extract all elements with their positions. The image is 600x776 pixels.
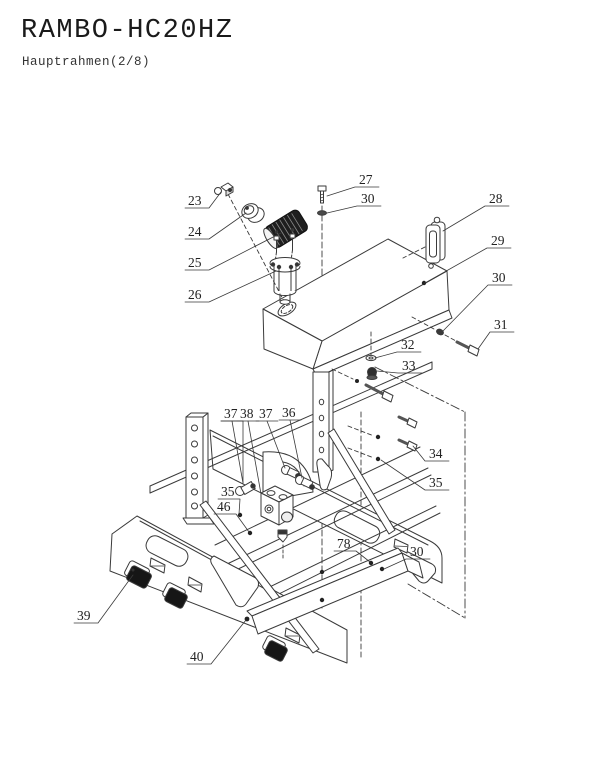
frame-left-post: [183, 413, 214, 524]
mounting-bolts-34-35: [332, 369, 417, 458]
fitting-part-23: [215, 183, 234, 196]
post-holes: [192, 425, 198, 509]
callout-36: 36: [282, 405, 296, 420]
callout-24: 24: [188, 224, 202, 239]
breather-axis: [228, 194, 286, 305]
callout-35-left: 35: [221, 484, 235, 499]
filter-housing-part-26: [270, 229, 300, 304]
callout-23: 23: [188, 193, 202, 208]
phantom-boundary-lines: [375, 367, 465, 618]
filler-hole: [276, 299, 298, 318]
callout-29: 29: [491, 233, 505, 248]
bolt-part-27: [318, 186, 326, 203]
rubber-feet-part-39: [124, 560, 289, 662]
bolt-34-c: [399, 440, 417, 451]
callout-78: 78: [337, 536, 351, 551]
callout-25: 25: [188, 255, 202, 270]
breather-element-part-25: [261, 208, 309, 250]
frame-holes: [150, 558, 300, 643]
callout-26: 26: [188, 287, 202, 302]
washer-nut-32-33: [366, 332, 377, 380]
callout-39: 39: [77, 608, 91, 623]
page-subtitle: Hauptrahmen(2/8): [22, 55, 151, 69]
callout-labels: 23 24 25 26 27 30 28 29 30 31 32 33 34 3…: [77, 172, 508, 664]
level-gauge-part-28: [403, 217, 445, 268]
callout-35-right: 35: [429, 475, 443, 490]
callout-32: 32: [401, 337, 415, 352]
callout-30-top: 30: [361, 191, 375, 206]
callout-27: 27: [359, 172, 373, 187]
leg-holes: [319, 399, 323, 453]
washer-part-30-top: [318, 211, 327, 215]
callout-28: 28: [489, 191, 503, 206]
callout-leaders: [74, 187, 514, 664]
washer-bolt-30-31: [412, 317, 479, 356]
elbow-fitting-part-37-left: [236, 482, 256, 496]
callout-37-b: 37: [259, 406, 273, 421]
callout-30-bottom: 30: [410, 544, 424, 559]
page-title: RAMBO-HC20HZ: [21, 16, 234, 46]
tank-support-leg: [313, 370, 333, 472]
callout-38: 38: [240, 406, 254, 421]
housing-bolts: [274, 229, 295, 259]
callout-40: 40: [190, 649, 204, 664]
bolt-34-b: [399, 417, 417, 428]
callout-31: 31: [494, 317, 508, 332]
callout-30-right: 30: [492, 270, 506, 285]
cap-part-24: [239, 201, 267, 226]
callout-37-a: 37: [224, 406, 238, 421]
callout-46: 46: [217, 499, 231, 514]
callout-34: 34: [429, 446, 443, 461]
callout-33: 33: [402, 358, 416, 373]
frame-front-plate: [110, 516, 347, 663]
valve-block-part-38: [261, 486, 293, 558]
bolt-34-a: [366, 385, 393, 402]
